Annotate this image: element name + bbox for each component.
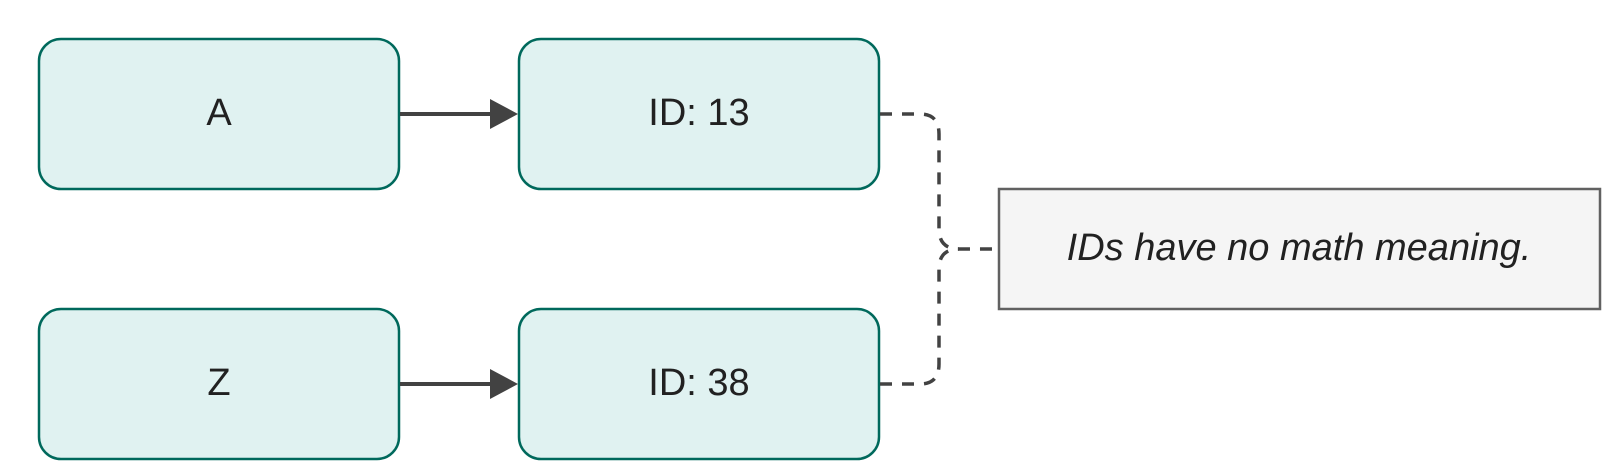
node-a[interactable]: A [37,37,401,191]
edge-a-to-id-13-arrowhead [490,99,518,129]
node-id-13[interactable]: ID: 13 [517,37,881,191]
node-a-box [37,37,401,191]
edge-z-to-id-38-arrowhead [490,369,518,399]
node-z-label: Z [207,362,230,404]
node-id-38-label: ID: 38 [648,362,749,404]
edge-z-to-id-38 [400,369,518,399]
note-connector-lower [880,247,960,386]
node-z[interactable]: Z [37,307,401,461]
node-z-box [37,307,401,461]
note[interactable]: IDs have no math meaning. [997,187,1602,311]
note-connector [880,112,999,386]
node-id-13-label: ID: 13 [648,92,749,134]
note-connector-upper [880,112,999,251]
node-id-38[interactable]: ID: 38 [517,307,881,461]
note-label: IDs have no math meaning. [1067,227,1532,269]
node-id-13-box [517,37,881,191]
edge-a-to-id-13 [400,99,518,129]
node-a-label: A [206,92,232,134]
note-box [997,187,1602,311]
node-id-38-box [517,307,881,461]
